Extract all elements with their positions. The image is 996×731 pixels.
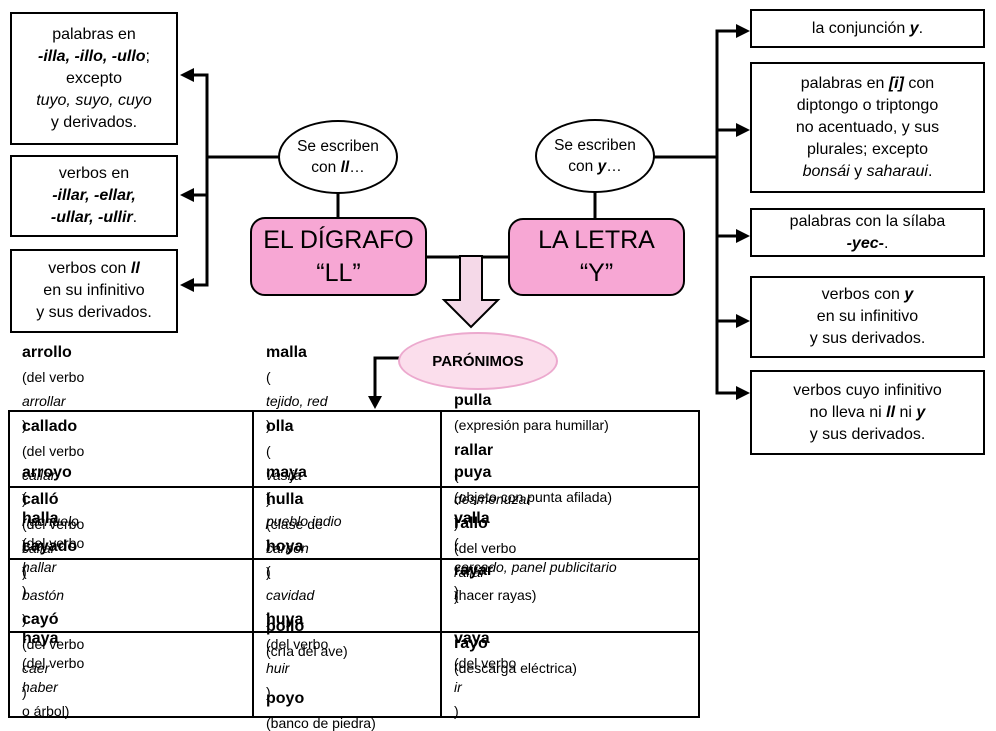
digrafo-ll-title: EL DÍGRAFO“LL” [263,225,414,287]
left-arrowhead-1 [180,68,194,82]
table-cell-r4c2: pollo (cría del ave)poyo (banco de piedr… [254,618,442,731]
left-arrowhead-2 [180,188,194,202]
right-arrowhead-1 [736,24,750,38]
rule-box-ll-verb-endings-text: verbos en-illar, -ellar,-ullar, -ullir. [50,165,138,226]
right-arrowhead-5 [736,386,750,400]
letra-y-title: LA LETRA“Y” [538,226,655,287]
table-cell-r2c2: olla (vasija)hoya (cavidad) [254,418,442,627]
down-block-arrow [441,255,501,329]
rule-box-y-yec-syllable-text: palabras con la sílaba-yec-. [789,212,946,252]
table-cell-r2c3: rallar (desmenuzar)rayar (hacer rayas) [442,442,700,603]
right-arrowhead-2 [736,123,750,137]
right-arrowhead-3 [736,229,750,243]
table-cell-r4c3: valla (cercado, panel publicitario)vaya … [454,509,617,719]
table-cell-r3c2: hulla (clase de carbón)huya (del verbo h… [254,491,442,700]
paronimos-label: PARÓNIMOS [432,352,524,370]
rule-box-y-conjunction: la conjunción y. [750,9,985,48]
rule-box-ll-verb-endings: verbos en-illar, -ellar,-ullar, -ullir. [10,155,178,237]
digrafo-ll-box: EL DÍGRAFO“LL” [250,217,427,296]
center-connector [336,186,597,409]
left-arrowhead-3 [180,278,194,292]
table-cell-r1c3: pulla (expresión para humillar)puya (obj… [442,392,700,505]
rule-box-y-yec-syllable: palabras con la sílaba-yec-. [750,208,985,257]
paronimos-table: arrollo (del verbo arrollar)arroyo (riac… [8,344,700,731]
table-cell-r1c2: malla (tejido, red)maya (pueblo indio) [254,344,442,553]
left-connector [180,68,280,292]
table-cell-r1c1: arrollo (del verbo arrollar)arroyo (riac… [10,344,254,553]
rule-box-y-conjunction-text: la conjunción y. [811,19,924,37]
table-arrowhead [368,396,382,409]
letra-y-box: LA LETRA“Y” [508,218,685,296]
paronimos-elbow-line [373,356,400,397]
paronimos-ellipse: PARÓNIMOS [398,332,558,390]
table-cell-r3c3: rallo (del verbo rallar)rayo (descarga e… [442,515,700,676]
table-cell-r4c1: halla (del verbo hallar)haya (del verbo … [10,510,254,719]
table-cell-r3c1: calló (del verbo callar)cayó (del verbo … [10,491,254,700]
right-connector [653,24,750,400]
right-arrowhead-4 [736,314,750,328]
table-cell-r2c1: callado (del verbo callar)cayado (bastón… [10,418,254,627]
